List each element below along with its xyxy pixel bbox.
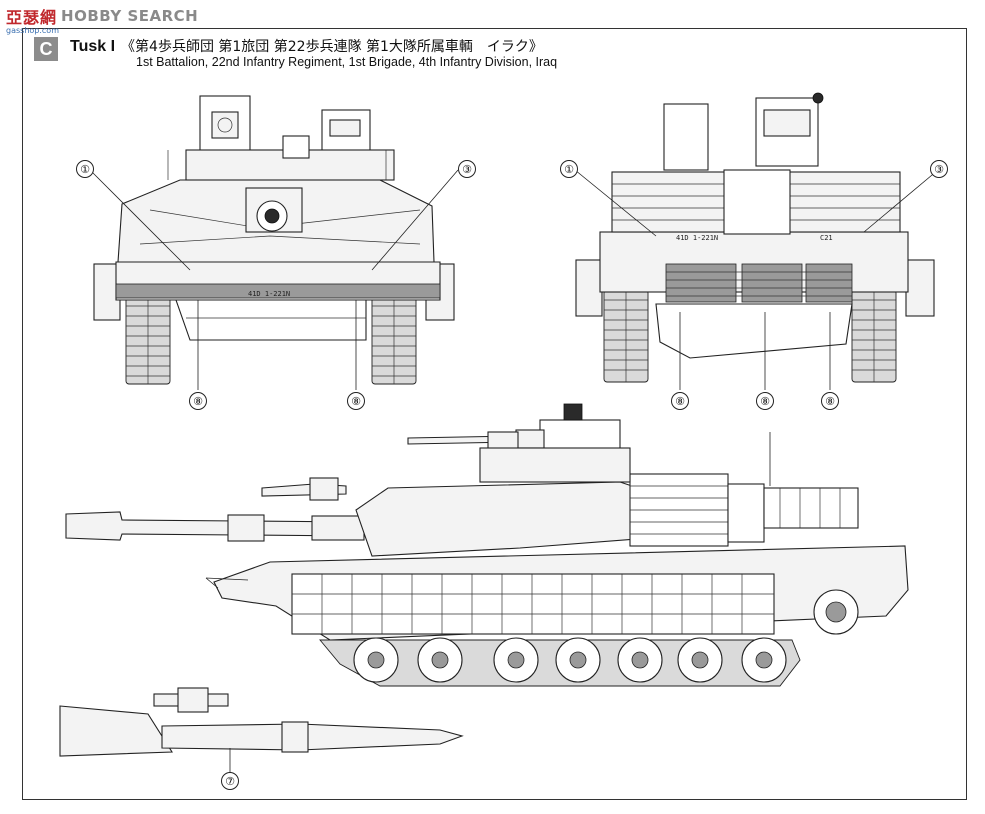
rear-right-track [851, 289, 897, 383]
front-left-track [125, 295, 171, 385]
drawing-frame [22, 28, 967, 800]
variant-name: Tusk I [70, 38, 116, 55]
callout-3-front: ③ [458, 160, 476, 178]
watermark-text: HOBBY SEARCH [61, 7, 199, 25]
side-skirt-armor [291, 573, 775, 635]
japanese-caption: 《第4歩兵師団 第1旅団 第22歩兵連隊 第1大隊所属車輌 イラク》 [121, 39, 543, 55]
front-bumper-stencil: 41D 1-221N [248, 290, 290, 298]
side-view [65, 403, 909, 687]
callout-7-barrel: ⑦ [221, 772, 239, 790]
barrel-detail-view [59, 687, 464, 772]
section-letter-badge: C [34, 37, 58, 61]
unit-caption: 1st Battalion, 22nd Infantry Regiment, 1… [136, 55, 558, 69]
rear-plate-stencil: 41D 1-221N [676, 234, 718, 242]
callout-8-rear-right: ⑧ [821, 392, 839, 410]
watermark: 亞瑟網 HOBBY SEARCH [6, 4, 198, 28]
callout-8-front-right: ⑧ [347, 392, 365, 410]
watermark-url: gasshop.com [6, 26, 59, 35]
callout-3-rear: ③ [930, 160, 948, 178]
callout-8-rear-left: ⑧ [671, 392, 689, 410]
front-view: 41D 1-221N [89, 95, 459, 390]
callout-1-rear: ① [560, 160, 578, 178]
front-right-track [371, 295, 417, 385]
page-title: Tusk I 《第4歩兵師団 第1旅団 第22歩兵連隊 第1大隊所属車輌 イラク》 [70, 36, 543, 56]
callout-8-front-left: ⑧ [189, 392, 207, 410]
watermark-logo: 亞瑟網 [6, 8, 58, 27]
rear-view: 41D 1-221N C21 [574, 92, 939, 390]
rear-grille [665, 263, 853, 303]
rear-left-track [603, 289, 649, 383]
callout-8-rear-mid: ⑧ [756, 392, 774, 410]
road-wheels [353, 637, 787, 683]
rear-right-stencil: C21 [820, 234, 833, 242]
callout-1-front: ① [76, 160, 94, 178]
